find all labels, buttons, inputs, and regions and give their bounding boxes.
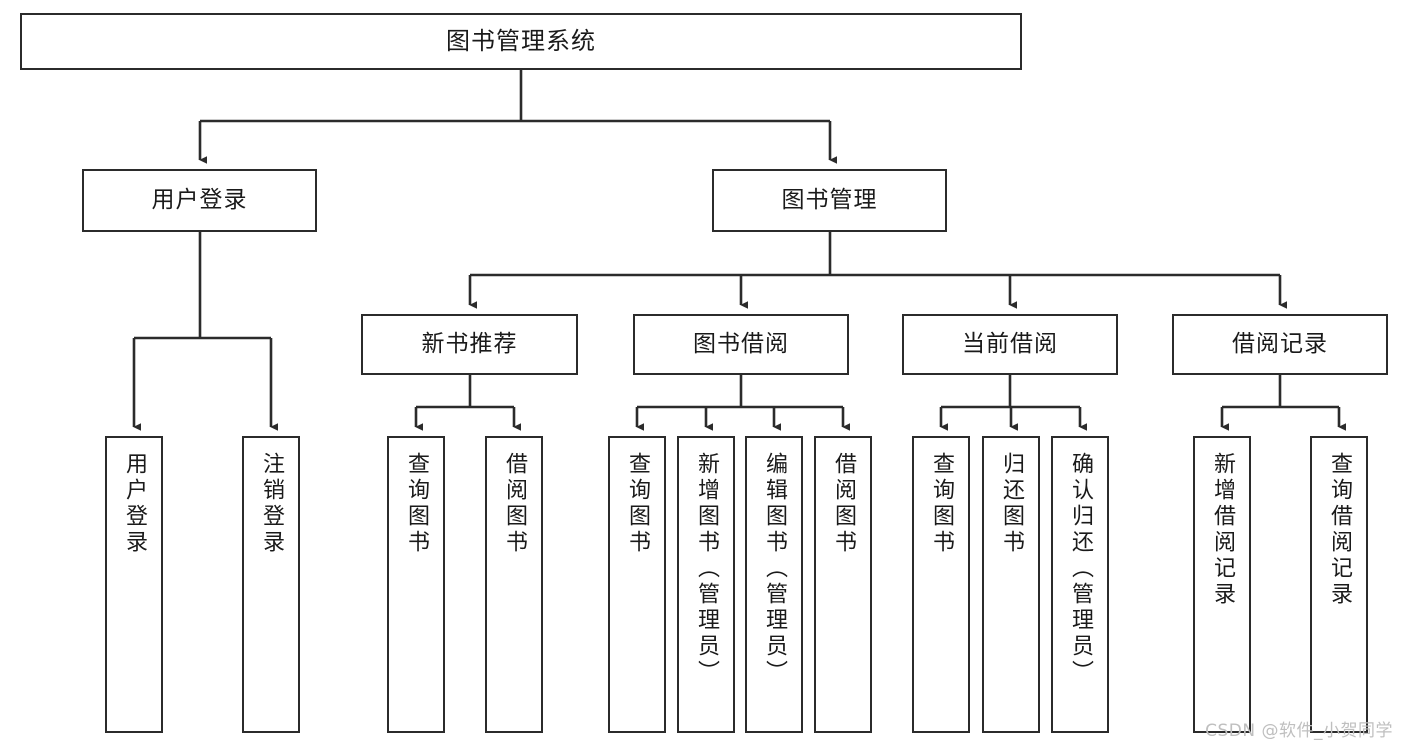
node-label: 查询图书 bbox=[404, 452, 429, 556]
node-label: 查询借阅记录 bbox=[1327, 452, 1352, 608]
node-label: 新增图书（管理员） bbox=[694, 452, 719, 686]
node-leaf-query-book-borrow[interactable]: 查询图书 bbox=[608, 436, 666, 733]
node-book-borrow[interactable]: 图书借阅 bbox=[633, 314, 849, 375]
node-leaf-confirm-return-admin[interactable]: 确认归还（管理员） bbox=[1051, 436, 1109, 733]
node-label: 图书管理系统 bbox=[446, 27, 596, 56]
node-root-system[interactable]: 图书管理系统 bbox=[20, 13, 1022, 70]
node-label: 查询图书 bbox=[929, 452, 954, 556]
node-leaf-return-book[interactable]: 归还图书 bbox=[982, 436, 1040, 733]
node-label: 新书推荐 bbox=[421, 330, 518, 357]
node-leaf-add-borrow-record[interactable]: 新增借阅记录 bbox=[1193, 436, 1251, 733]
node-label: 编辑图书（管理员） bbox=[762, 452, 787, 686]
node-leaf-query-book-current[interactable]: 查询图书 bbox=[912, 436, 970, 733]
node-label: 归还图书 bbox=[999, 452, 1024, 556]
node-label: 查询图书 bbox=[625, 452, 650, 556]
node-label: 图书借阅 bbox=[693, 330, 789, 357]
node-label: 借阅记录 bbox=[1232, 330, 1328, 357]
node-leaf-borrow-book-recommend[interactable]: 借阅图书 bbox=[485, 436, 543, 733]
node-leaf-add-book-admin[interactable]: 新增图书（管理员） bbox=[677, 436, 735, 733]
node-leaf-query-book-recommend[interactable]: 查询图书 bbox=[387, 436, 445, 733]
node-label: 确认归还（管理员） bbox=[1068, 452, 1093, 686]
node-label: 注销登录 bbox=[259, 452, 284, 556]
node-user-login[interactable]: 用户登录 bbox=[82, 169, 317, 232]
node-book-management[interactable]: 图书管理 bbox=[712, 169, 947, 232]
node-label: 借阅图书 bbox=[502, 452, 527, 556]
node-leaf-user-login[interactable]: 用户登录 bbox=[105, 436, 163, 733]
node-current-borrow[interactable]: 当前借阅 bbox=[902, 314, 1118, 375]
node-borrow-records[interactable]: 借阅记录 bbox=[1172, 314, 1388, 375]
node-label: 新增借阅记录 bbox=[1210, 452, 1235, 608]
node-label: 用户登录 bbox=[122, 452, 147, 556]
node-leaf-borrow-book[interactable]: 借阅图书 bbox=[814, 436, 872, 733]
csdn-watermark: CSDN @软件_小贺同学 bbox=[1205, 721, 1393, 741]
node-new-book-recommend[interactable]: 新书推荐 bbox=[361, 314, 578, 375]
node-leaf-query-borrow-record[interactable]: 查询借阅记录 bbox=[1310, 436, 1368, 733]
node-leaf-logout[interactable]: 注销登录 bbox=[242, 436, 300, 733]
node-label: 当前借阅 bbox=[962, 330, 1058, 357]
node-label: 用户登录 bbox=[151, 186, 248, 213]
node-label: 图书管理 bbox=[781, 186, 878, 213]
node-label: 借阅图书 bbox=[831, 452, 856, 556]
node-leaf-edit-book-admin[interactable]: 编辑图书（管理员） bbox=[745, 436, 803, 733]
